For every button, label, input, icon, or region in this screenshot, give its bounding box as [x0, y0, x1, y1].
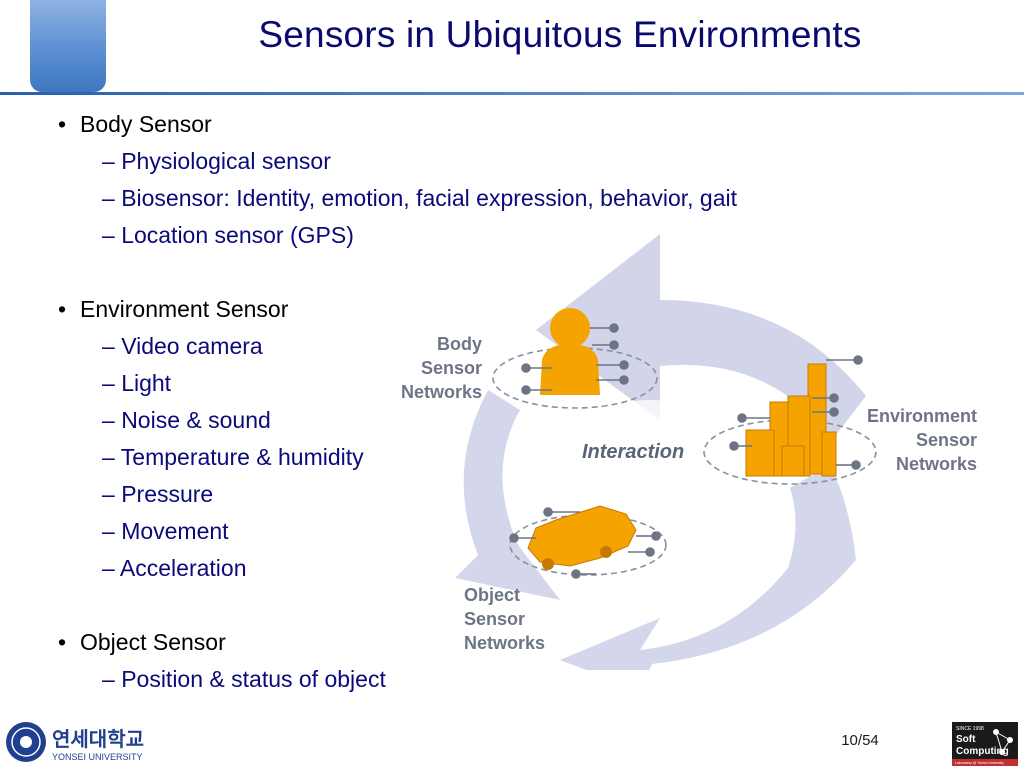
body-networks-label: Body Sensor Networks	[401, 334, 482, 402]
bullet-list: • Body Sensor – Physiological sensor – Bi…	[58, 106, 737, 698]
env-label-line: Networks	[896, 454, 977, 474]
sub-item: – Video camera	[58, 328, 438, 365]
bullet-dot: •	[58, 111, 67, 137]
object-networks-label: Object Sensor Networks	[464, 585, 545, 653]
sub-item: – Acceleration	[58, 550, 438, 587]
bullet-label: Object Sensor	[80, 629, 226, 655]
sub-item-label: Pressure	[121, 481, 214, 507]
person-body	[540, 344, 600, 395]
object-sensor-nodes	[509, 507, 661, 579]
sub-item-label: Video camera	[121, 333, 263, 359]
lab-name-soft: Soft	[956, 734, 976, 745]
hub-glow	[555, 400, 745, 540]
sub-item-label: Position & status of object	[121, 666, 386, 692]
bullet-label: Environment Sensor	[80, 296, 289, 322]
yonsei-university-logo: 연세대학교 YONSEI UNIVERSITY	[6, 722, 144, 762]
slide-title: Sensors in Ubiquitous Environments	[258, 14, 862, 55]
sub-item: – Movement	[58, 513, 438, 550]
dash-glyph: –	[102, 333, 115, 359]
dash-glyph: –	[102, 518, 115, 544]
building-icon	[745, 363, 837, 477]
university-name-korean: 연세대학교	[52, 727, 144, 751]
lab-logo-footer-strip	[952, 759, 1018, 766]
dash-glyph: –	[102, 222, 115, 248]
env-label-line: Environment	[867, 406, 977, 426]
bullet-label: Body Sensor	[80, 111, 212, 137]
car-icon	[527, 505, 637, 567]
title-tab-decoration	[30, 0, 106, 92]
car-wheel	[600, 546, 612, 558]
cycle-arrow-left	[455, 390, 560, 600]
bullet-dot: •	[58, 629, 67, 655]
sub-item-label: Light	[121, 370, 172, 396]
dash-glyph: –	[102, 407, 115, 433]
sub-item-label: Movement	[121, 518, 229, 544]
page-number: 10/54	[841, 732, 879, 749]
dash-glyph: –	[102, 185, 115, 211]
sub-item-label: Location sensor (GPS)	[121, 222, 354, 248]
sub-item: – Temperature & humidity	[58, 439, 438, 476]
sub-item-label: Noise & sound	[121, 407, 271, 433]
dash-glyph: –	[102, 148, 115, 174]
dash-glyph: –	[102, 666, 115, 692]
sub-item-label: Biosensor: Identity, emotion, facial exp…	[121, 185, 737, 211]
environment-sensor-nodes	[729, 355, 863, 470]
body-label-line: Body	[437, 334, 482, 354]
dash-glyph: –	[102, 481, 115, 507]
university-name-english: YONSEI UNIVERSITY	[52, 752, 143, 762]
bullet-object-sensor: • Object Sensor	[58, 624, 438, 661]
sensor-networks-diagram: Interaction Body Sensor Networks Environ…	[401, 234, 977, 670]
interaction-label: Interaction	[582, 441, 684, 463]
bullet-environment-sensor: • Environment Sensor	[58, 291, 438, 328]
cycle-arrows	[455, 234, 866, 670]
body-network-orbit	[492, 347, 658, 409]
sub-item-label: Temperature & humidity	[120, 444, 364, 470]
lab-name-computing: Computing	[956, 746, 1009, 757]
bullet-dot: •	[58, 296, 67, 322]
environment-networks-label: Environment Sensor Networks	[867, 406, 977, 474]
sub-item: – Physiological sensor	[58, 143, 438, 180]
body-network-icon	[492, 308, 658, 409]
sub-item: – Noise & sound	[58, 402, 438, 439]
seal-inner-ring	[11, 727, 41, 757]
sub-item: – Position & status of object	[58, 661, 438, 698]
object-label-line: Object	[464, 585, 520, 605]
lab-since: SINCE 1998	[956, 726, 984, 732]
environment-network-icon	[703, 355, 877, 485]
spacer	[58, 587, 438, 624]
network-graph-icon	[993, 729, 1013, 755]
object-label-line: Sensor	[464, 609, 525, 629]
body-label-line: Networks	[401, 382, 482, 402]
object-network-icon	[509, 505, 667, 579]
sub-item: – Pressure	[58, 476, 438, 513]
dash-glyph: –	[102, 370, 115, 396]
object-network-orbit	[509, 514, 667, 576]
dash-glyph: –	[102, 444, 115, 470]
object-label-line: Networks	[464, 633, 545, 653]
cycle-arrow-right	[560, 465, 856, 670]
lab-caption: Laboratory @ Yonsei University	[955, 761, 1004, 765]
sub-item: – Location sensor (GPS)	[58, 217, 438, 254]
person-icon	[550, 308, 590, 348]
sub-item: – Light	[58, 365, 438, 402]
car-wheel	[542, 558, 554, 570]
dash-glyph: –	[102, 555, 115, 581]
body-sensor-nodes	[521, 323, 629, 395]
title-divider	[0, 92, 1024, 95]
sub-item: – Biosensor: Identity, emotion, facial e…	[58, 180, 737, 217]
sub-item-label: Physiological sensor	[121, 148, 331, 174]
bullet-body-sensor: • Body Sensor	[58, 106, 438, 143]
cycle-arrow-top	[536, 234, 866, 440]
sub-item-label: Acceleration	[119, 555, 247, 581]
spacer	[58, 254, 438, 291]
env-label-line: Sensor	[916, 430, 977, 450]
seal-center	[20, 736, 32, 748]
soft-computing-lab-logo: SINCE 1998 Soft Computing Laboratory @ Y…	[952, 722, 1018, 766]
body-label-line: Sensor	[421, 358, 482, 378]
